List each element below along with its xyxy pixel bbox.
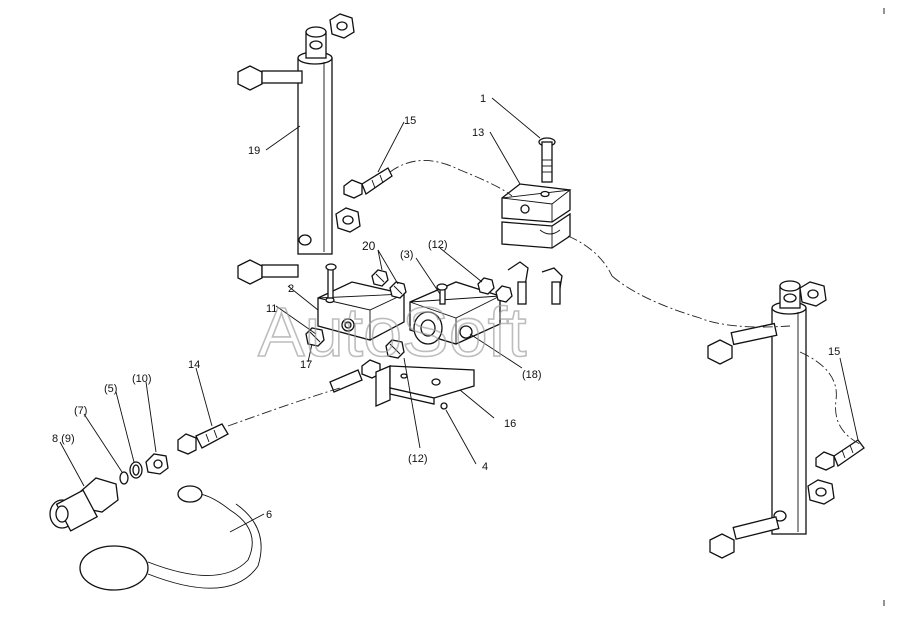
bolt-top-right [707, 322, 778, 365]
leader-lines [59, 97, 859, 533]
label-4: 4 [482, 461, 488, 473]
nut-top-left [329, 13, 355, 39]
clamp-block-13 [501, 183, 572, 249]
label-15: 15 [404, 115, 416, 127]
label-1: 1 [480, 93, 486, 105]
adapter-10 [145, 453, 169, 475]
quick-coupler-8 [49, 477, 119, 532]
elbow-fitting-b [541, 267, 563, 305]
label-16: 16 [504, 418, 516, 430]
valve-block-right [409, 281, 501, 345]
label-6: 6 [266, 509, 272, 521]
bolt-top-left [237, 65, 303, 91]
ring-7 [119, 471, 129, 485]
bolt-1 [538, 137, 556, 183]
label-2: 2 [288, 283, 294, 295]
label-12-upper: (12) [428, 239, 448, 251]
nut-bottom-left [335, 207, 361, 233]
elbow-fitting-a [507, 261, 529, 305]
fitting-20-b [389, 281, 407, 299]
label-3: (3) [400, 249, 413, 261]
hose-fitting-15-upper [343, 167, 393, 199]
label-8-9: 8 (9) [52, 433, 75, 445]
hose-fitting-14 [177, 423, 229, 455]
hose-fitting-15-right [815, 439, 865, 471]
callout-labels: 1 13 15 19 20 (12) (3) 2 11 17 (18) 14 (… [52, 93, 840, 521]
seal-ring-5 [129, 461, 143, 479]
watermark: AutoSoft [258, 293, 527, 371]
label-20: 20 [362, 239, 376, 253]
label-12-lower: (12) [408, 453, 428, 465]
label-11: 11 [266, 303, 277, 315]
label-15-right: 15 [828, 346, 840, 358]
screw-4 [440, 402, 448, 410]
cylinder-right [771, 280, 807, 535]
bolt-bottom-right [709, 516, 780, 559]
valve-block-left [317, 263, 405, 341]
bolt-bottom-left [237, 259, 299, 285]
fitting-12-lower [385, 339, 405, 359]
cylinder-left [297, 26, 333, 255]
label-14: 14 [188, 359, 200, 371]
dust-cap-6 [79, 485, 262, 591]
fitting-20-a [371, 269, 389, 287]
label-10: (10) [132, 373, 152, 385]
label-18: (18) [522, 369, 542, 381]
label-5: (5) [104, 383, 117, 395]
label-19: 19 [248, 145, 260, 157]
nut-top-right [799, 281, 827, 307]
label-17: 17 [300, 359, 312, 371]
label-7: (7) [74, 405, 87, 417]
hose-routes [227, 160, 861, 445]
fitting-17 [305, 327, 325, 347]
bracket-16 [375, 365, 475, 407]
nut-bottom-right [807, 479, 835, 505]
label-13: 13 [472, 127, 484, 139]
